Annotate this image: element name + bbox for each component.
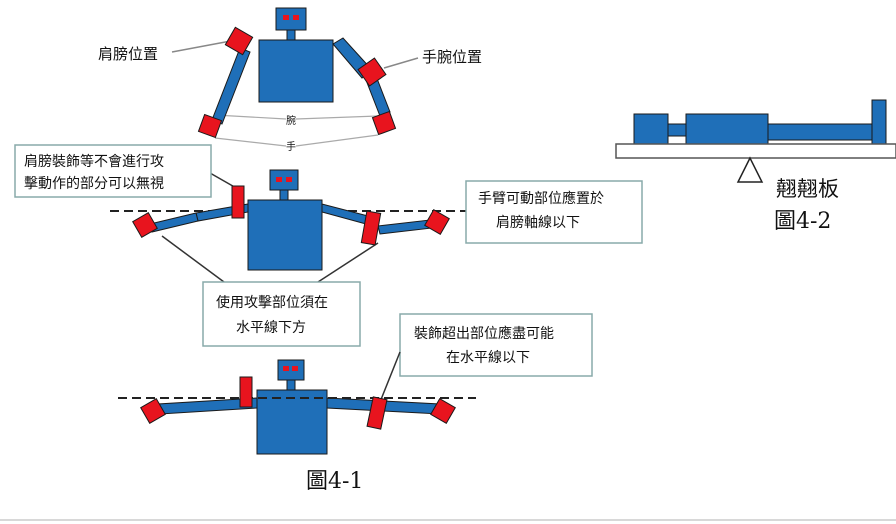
leader-line-hand-char-right	[295, 134, 379, 147]
right-wrist-joint	[357, 57, 387, 87]
left-shoulder-decor	[231, 185, 245, 219]
callout-text-line2: 肩膀軸線以下	[496, 214, 580, 231]
left-hand-joint	[140, 398, 166, 424]
left-hand-joint	[197, 113, 223, 139]
left-upper-arm	[211, 47, 251, 125]
seesaw-figure	[615, 99, 896, 183]
left-shoulder-joint	[224, 26, 254, 56]
leader-line-wrist	[383, 57, 419, 69]
robot-eye	[276, 177, 282, 182]
figure-caption-4-2: 圖4-2	[774, 209, 831, 234]
seesaw-connector	[667, 123, 687, 137]
left-forearm	[149, 212, 199, 233]
leader-line-shoulder	[171, 39, 237, 53]
robot-neck	[286, 29, 296, 41]
callout-text-line2: 擊動作的部分可以無視	[24, 175, 164, 192]
label-hand-char: 手	[286, 140, 296, 153]
leader-line-wrist-char-right	[295, 115, 379, 120]
right-elbow-decor	[366, 396, 388, 430]
right-hand-joint	[430, 398, 456, 424]
callout-line-left	[161, 235, 225, 283]
robot-eye	[286, 177, 292, 182]
callout-text-line2: 在水平線以下	[446, 350, 530, 366]
right-hand-joint	[371, 110, 397, 136]
seesaw-block	[685, 113, 769, 145]
seesaw-block	[871, 99, 887, 145]
label-wrist-position: 手腕位置	[422, 48, 482, 66]
callout-line-right	[317, 242, 379, 283]
seesaw-plank	[615, 143, 896, 159]
right-elbow-decor	[360, 210, 382, 246]
right-upper-arm	[321, 203, 369, 225]
figure-caption-4-1: 圖4-1	[306, 469, 363, 494]
robot-eye	[283, 15, 289, 20]
callout-box	[14, 144, 212, 198]
callout-text-line1: 肩膀裝飾等不會進行攻	[24, 153, 164, 170]
label-shoulder-position: 肩膀位置	[98, 45, 158, 63]
robot-body	[247, 199, 323, 271]
robot-figure-top: 肩膀位置 手腕位置 腕 手	[98, 7, 482, 153]
seesaw-block	[633, 113, 669, 145]
robot-head	[269, 169, 299, 191]
callout-line-bottom	[379, 351, 401, 403]
callout-shoulder-decor: 肩膀裝飾等不會進行攻 擊動作的部分可以無視	[14, 144, 212, 198]
robot-body	[258, 39, 334, 103]
left-shoulder-decor	[239, 376, 253, 408]
right-hand-joint	[424, 209, 450, 235]
robot-head	[275, 7, 307, 31]
label-wrist-char: 腕	[286, 114, 296, 127]
seesaw-label: 翹翹板	[776, 177, 839, 201]
callout-text-line1: 使用攻擊部位須在	[216, 294, 328, 311]
robot-figure-middle	[110, 169, 470, 283]
callout-box	[465, 180, 643, 244]
callout-attack-part: 使用攻擊部位須在 水平線下方	[202, 281, 361, 347]
leader-line-wrist-char-left	[214, 114, 287, 120]
right-forearm	[377, 219, 433, 235]
robot-neck	[279, 189, 289, 201]
robot-eye	[283, 366, 289, 371]
robot-figure-bottom	[118, 351, 476, 455]
callout-box	[202, 281, 361, 347]
robot-eye	[293, 15, 299, 20]
robot-neck	[286, 379, 296, 391]
robot-eye	[292, 366, 298, 371]
seesaw-fulcrum	[736, 156, 764, 183]
callout-text-line2: 水平線下方	[236, 320, 306, 336]
left-hand-joint	[132, 212, 158, 238]
robot-head	[277, 359, 305, 381]
callout-arm-movable: 手臂可動部位應置於 肩膀軸線以下	[465, 180, 643, 244]
callout-text-line1: 手臂可動部位應置於	[478, 190, 604, 207]
seesaw-arm	[767, 123, 873, 141]
callout-text-line1: 裝飾超出部位應盡可能	[414, 325, 554, 342]
callout-decor-exceed: 裝飾超出部位應盡可能 在水平線以下	[399, 313, 593, 377]
leader-line-hand-char-left	[214, 137, 287, 147]
robot-body	[256, 389, 328, 455]
callout-box	[399, 313, 593, 377]
